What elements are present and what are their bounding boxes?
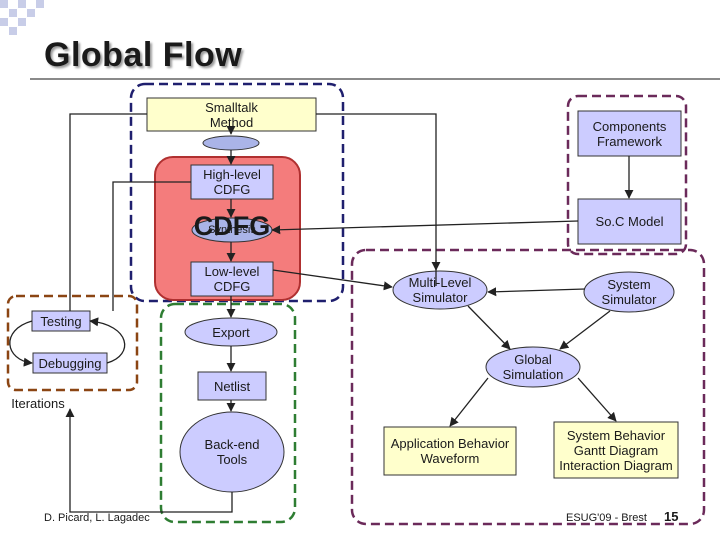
page-number: 15 [664, 509, 679, 524]
components-framework-label: Components Framework [592, 118, 667, 149]
iterations-group-region [6, 294, 139, 392]
high-level-cdfg-box [190, 164, 274, 200]
application-behavior-box [383, 426, 517, 476]
low-level-cdfg-label: Low-level CDFG [204, 264, 260, 294]
simulation-group-region [350, 248, 706, 526]
iterations-label: Iterations [11, 396, 65, 411]
testing-label: Testing [40, 313, 82, 329]
global-simulation-label: Global Simulation [502, 352, 564, 382]
backend-tools-label: Back-end Tools [204, 437, 260, 467]
system-behavior-label: System Behavior Gantt Diagram Interactio… [559, 427, 673, 473]
cdfg-big-label: CDFG [193, 211, 271, 241]
multi-level-simulator-label: Multi-Level Simulator [408, 275, 472, 305]
system-simulator-ellipse [583, 271, 675, 313]
debugging-label: Debugging [38, 355, 102, 371]
low-level-cdfg-box [190, 261, 274, 297]
title-underline [30, 78, 720, 80]
footer-conference: ESUG'09 - Brest [566, 512, 647, 524]
system-simulator-label: System Simulator [601, 277, 657, 307]
netlist-box [197, 371, 267, 401]
multi-level-simulator-ellipse [392, 270, 488, 310]
backend-group-region [159, 302, 297, 524]
slide-title: Global Flow [44, 36, 243, 74]
parser-ellipse [202, 135, 260, 151]
netlist-label: Netlist [213, 378, 251, 394]
smalltalk-method-label: Smalltalk Method [205, 99, 258, 130]
footer-authors: D. Picard, L. Lagadec [44, 512, 150, 524]
global-simulation-ellipse [485, 346, 581, 388]
soc-model-label: So.C Model [595, 214, 664, 229]
soc-group-region [566, 94, 688, 256]
application-behavior-label: Application Behavior Waveform [390, 436, 510, 466]
high-level-cdfg-label: High-level CDFG [203, 167, 261, 197]
export-label: Export [212, 324, 250, 340]
system-behavior-box [553, 421, 679, 479]
synthesis-label: Synthesis [208, 223, 256, 236]
soc-model-box [577, 198, 682, 245]
